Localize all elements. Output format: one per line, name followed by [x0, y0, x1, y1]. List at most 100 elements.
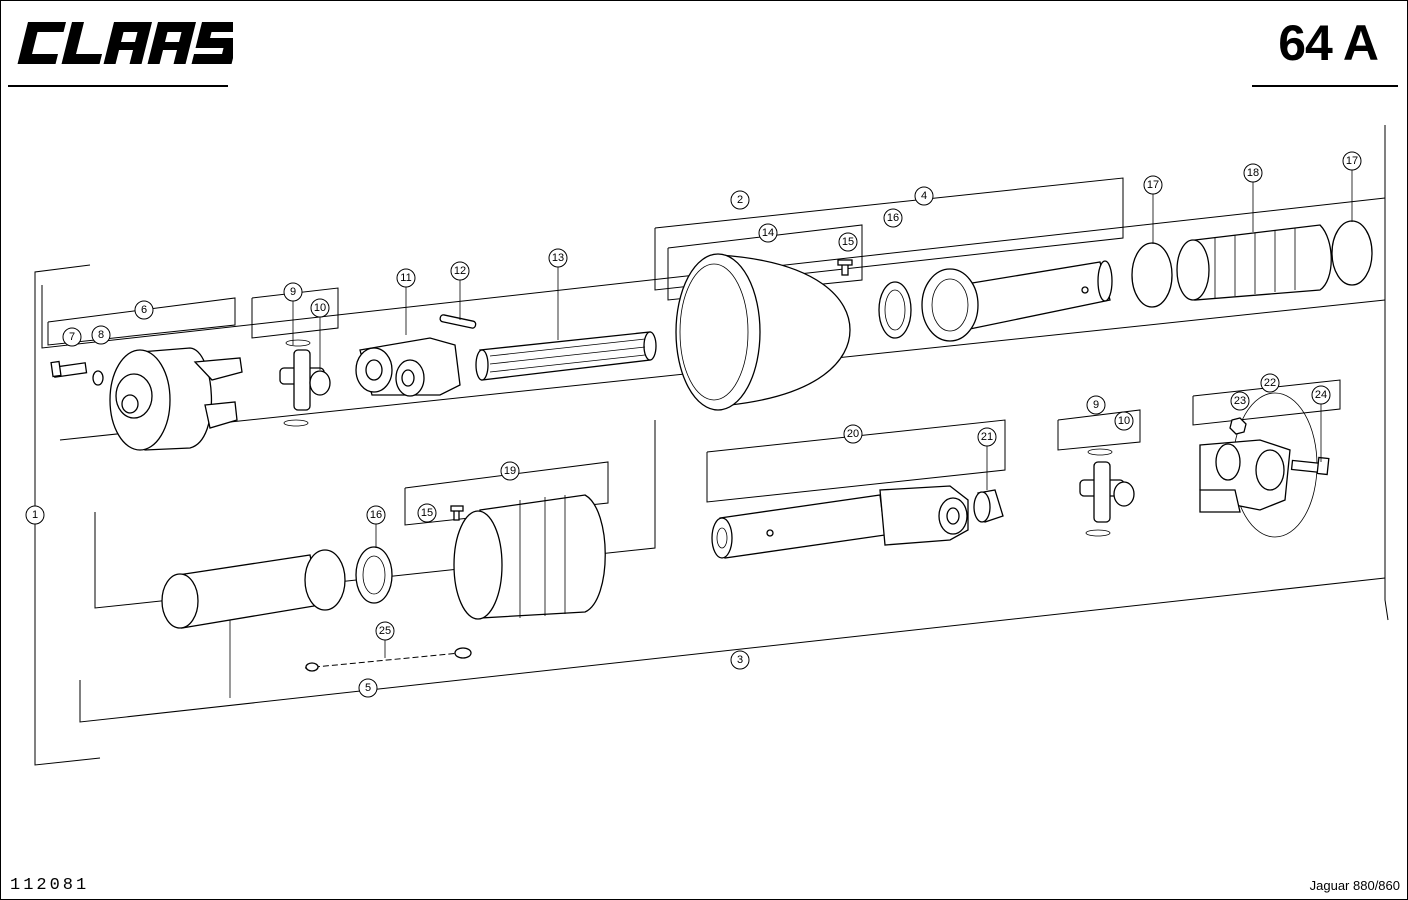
callout-1: 1 — [25, 505, 45, 525]
bracket-20 — [706, 419, 1006, 503]
callout-2: 2 — [730, 190, 750, 210]
svg-text:9: 9 — [290, 286, 296, 298]
clamp-part-17-right — [1331, 220, 1373, 286]
bracket-6 — [47, 297, 236, 346]
callout-6: 6 — [134, 300, 154, 320]
guard-cone-part-14 — [675, 253, 851, 411]
guard-cone-part-19 — [453, 494, 606, 620]
callout-15-top: 15 — [838, 232, 858, 252]
clamp-part-17-left — [1131, 242, 1173, 308]
inner-tube-part-5 — [161, 549, 346, 629]
callout-23: 23 — [1230, 391, 1250, 411]
yoke-part-11 — [355, 337, 461, 397]
callout-9-right: 9 — [1086, 395, 1106, 415]
header-rule-left — [8, 85, 228, 87]
callout-8: 8 — [91, 325, 111, 345]
cross-journal-part-9-10-right — [1079, 448, 1135, 537]
callout-7: 7 — [62, 327, 82, 347]
svg-text:10: 10 — [1118, 415, 1130, 427]
cross-journal-part-9-10 — [279, 339, 331, 427]
callout-9: 9 — [283, 282, 303, 302]
svg-text:16: 16 — [887, 212, 899, 224]
bracket-9-right — [1057, 409, 1141, 451]
inner-shaft-part-20 — [711, 485, 969, 559]
callout-4: 4 — [914, 186, 934, 206]
callout-5: 5 — [358, 678, 378, 698]
callout-14: 14 — [758, 223, 778, 243]
callout-25: 25 — [375, 621, 395, 641]
washer-part-8 — [92, 370, 104, 386]
bellows-part-18 — [1176, 224, 1332, 301]
svg-text:14: 14 — [762, 227, 774, 239]
callout-10-right: 10 — [1114, 411, 1134, 431]
svg-text:12: 12 — [454, 265, 466, 277]
screw-part-15-top — [837, 259, 853, 276]
cap-part-21 — [973, 489, 1004, 523]
svg-text:16: 16 — [370, 509, 382, 521]
safety-chain-part-25 — [304, 647, 472, 672]
svg-text:13: 13 — [552, 252, 564, 264]
svg-text:9: 9 — [1093, 399, 1099, 411]
bracket-9-top — [251, 287, 339, 339]
callout-22: 22 — [1260, 373, 1280, 393]
bracket-19 — [404, 461, 609, 526]
bolt-part-7 — [50, 360, 88, 378]
svg-text:15: 15 — [421, 507, 433, 519]
svg-text:8: 8 — [98, 329, 104, 341]
drawing-number: 112081 — [10, 876, 90, 895]
callout-21: 21 — [977, 427, 997, 447]
callout-15-bottom: 15 — [417, 503, 437, 523]
bearing-ring-part-16-top — [878, 281, 912, 339]
svg-text:22: 22 — [1264, 377, 1276, 389]
callout-16-top: 16 — [883, 208, 903, 228]
svg-text:5: 5 — [365, 682, 371, 694]
callout-24: 24 — [1311, 385, 1331, 405]
svg-text:2: 2 — [737, 194, 743, 206]
svg-text:21: 21 — [981, 431, 993, 443]
callout-3: 3 — [730, 650, 750, 670]
svg-text:23: 23 — [1234, 395, 1246, 407]
page-number: 64 A — [1278, 15, 1379, 71]
bracket-22 — [1192, 379, 1341, 426]
svg-text:17: 17 — [1346, 155, 1358, 167]
svg-text:24: 24 — [1315, 389, 1327, 401]
svg-text:6: 6 — [141, 304, 147, 316]
svg-text:4: 4 — [921, 190, 927, 202]
callout-10: 10 — [310, 298, 330, 318]
callout-17-left: 17 — [1143, 175, 1163, 195]
bolt-part-24 — [1290, 456, 1330, 476]
bracket-3 — [79, 577, 1386, 723]
svg-text:11: 11 — [400, 272, 411, 284]
callout-18: 18 — [1243, 163, 1263, 183]
callout-16-bottom: 16 — [366, 505, 386, 525]
bearing-ring-part-16-bottom — [355, 546, 393, 604]
pin-part-12 — [439, 314, 477, 329]
clutch-yoke-part-6 — [109, 347, 243, 451]
nut-part-23 — [1229, 417, 1247, 435]
bracket-1-right — [1384, 125, 1389, 621]
bracket-4 — [667, 224, 863, 301]
svg-text:18: 18 — [1247, 167, 1259, 179]
svg-text:17: 17 — [1147, 179, 1159, 191]
callout-12: 12 — [450, 261, 470, 281]
svg-text:7: 7 — [69, 331, 75, 343]
yoke-part-22 — [1199, 392, 1318, 538]
bracket-2 — [654, 177, 1124, 291]
claas-logo — [17, 22, 233, 64]
screw-part-15-bottom — [450, 505, 464, 521]
svg-text:19: 19 — [504, 465, 516, 477]
header-rule-right — [1252, 85, 1398, 87]
svg-text:10: 10 — [314, 302, 326, 314]
callout-11: 11 — [396, 268, 416, 288]
svg-text:1: 1 — [32, 509, 38, 521]
bracket-2-upper — [41, 197, 1386, 349]
outer-tube-part-4 — [921, 260, 1113, 342]
callout-13: 13 — [548, 248, 568, 268]
svg-text:25: 25 — [379, 625, 391, 637]
svg-text:15: 15 — [842, 236, 854, 248]
svg-text:20: 20 — [847, 428, 859, 440]
splined-shaft-part-13 — [475, 331, 657, 381]
svg-text:3: 3 — [737, 654, 743, 666]
callout-20: 20 — [843, 424, 863, 444]
